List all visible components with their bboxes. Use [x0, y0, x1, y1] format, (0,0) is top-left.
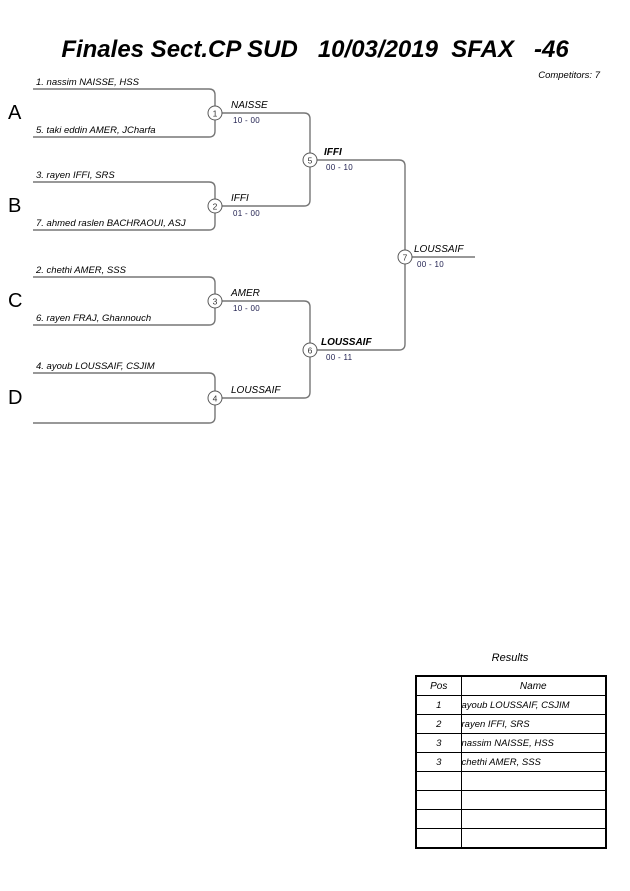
- results-row: [415, 809, 607, 829]
- results-row-8-pos: [415, 828, 462, 849]
- results-row: [415, 771, 607, 791]
- final-lines: [310, 159, 406, 351]
- match-3-circle: 3: [207, 293, 223, 309]
- results-row: 2 rayen IFFI, SRS: [415, 714, 607, 734]
- results-row-6-pos: [415, 790, 462, 810]
- results-row: 1 ayoub LOUSSAIF, CSJIM: [415, 695, 607, 715]
- match-5-circle: 5: [302, 152, 318, 168]
- results-row-4-name: chethi AMER, SSS: [460, 752, 607, 772]
- match-2-circle: 2: [207, 198, 223, 214]
- match-2-number: 2: [212, 201, 218, 211]
- player-seed-2: 2. chethi AMER, SSS: [36, 265, 126, 276]
- match-2-winner: IFFI: [231, 193, 249, 204]
- player-seed-3: 3. rayen IFFI, SRS: [36, 170, 115, 181]
- match-6-winner: LOUSSAIF: [321, 337, 372, 348]
- match-3-number: 3: [212, 296, 218, 306]
- results-table: Pos Name 1 ayoub LOUSSAIF, CSJIM 2 rayen…: [415, 675, 607, 849]
- results-row-1-name: ayoub LOUSSAIF, CSJIM: [460, 695, 607, 715]
- results-row-6-name: [460, 790, 607, 810]
- results-header-row: Pos Name: [415, 675, 607, 696]
- match-5-number: 5: [307, 155, 313, 165]
- match-1-winner: NAISSE: [231, 100, 268, 111]
- group-label-c: C: [8, 290, 23, 312]
- match-4-winner: LOUSSAIF: [231, 385, 281, 396]
- match-1-score: 10 - 00: [233, 116, 261, 125]
- page-title: Finales Sect.CP SUD 10/03/2019 SFAX -46: [61, 36, 569, 63]
- results-row-3-pos: 3: [415, 733, 462, 753]
- match-3-score: 10 - 00: [233, 304, 261, 313]
- match-6-score: 00 - 11: [326, 353, 353, 362]
- bracket-group-d-lines: [33, 372, 216, 424]
- match-4-circle: 4: [207, 390, 223, 406]
- results-header-name: Name: [460, 675, 607, 696]
- results-row-7-name: [460, 809, 607, 829]
- match-2-score: 01 - 00: [233, 209, 261, 218]
- results-row: [415, 790, 607, 810]
- semifinal-top-lines: [215, 112, 311, 207]
- match-3-winner: AMER: [231, 288, 260, 299]
- results-title: Results: [491, 652, 529, 664]
- match-1-number: 1: [212, 108, 218, 118]
- results-row-3-name: nassim NAISSE, HSS: [460, 733, 607, 753]
- results-row-5-name: [460, 771, 607, 791]
- results-row-1-pos: 1: [415, 695, 462, 715]
- player-seed-4: 4. ayoub LOUSSAIF, CSJIM: [36, 361, 155, 372]
- player-seed-1: 1. nassim NAISSE, HSS: [36, 77, 139, 88]
- match-1-circle: 1: [207, 105, 223, 121]
- results-row-8-name: [460, 828, 607, 849]
- results-row-4-pos: 3: [415, 752, 462, 772]
- player-seed-6: 6. rayen FRAJ, Ghannouch: [36, 313, 152, 324]
- results-row-2-pos: 2: [415, 714, 462, 734]
- results-row-5-pos: [415, 771, 462, 791]
- match-7-score: 00 - 10: [417, 260, 445, 269]
- group-label-a: A: [8, 102, 22, 124]
- results-row-7-pos: [415, 809, 462, 829]
- competitors-count: Competitors: 7: [538, 70, 600, 81]
- match-5-winner: IFFI: [324, 147, 342, 158]
- semifinal-bottom-lines: [215, 300, 311, 399]
- match-5-score: 00 - 10: [326, 163, 354, 172]
- results-row: 3 nassim NAISSE, HSS: [415, 733, 607, 753]
- group-label-b: B: [8, 195, 22, 217]
- match-7-circle: 7: [397, 249, 413, 265]
- match-4-number: 4: [212, 393, 218, 403]
- results-header-pos: Pos: [415, 675, 462, 696]
- results-row-2-name: rayen IFFI, SRS: [460, 714, 607, 734]
- player-seed-5: 5. taki eddin AMER, JCharfa: [36, 125, 156, 136]
- match-7-number: 7: [402, 252, 408, 262]
- group-label-d: D: [8, 387, 23, 409]
- match-6-number: 6: [307, 345, 313, 355]
- match-7-winner: LOUSSAIF: [414, 244, 464, 255]
- player-seed-7: 7. ahmed raslen BACHRAOUI, ASJ: [36, 218, 186, 229]
- results-row: 3 chethi AMER, SSS: [415, 752, 607, 772]
- results-row: [415, 828, 607, 849]
- match-6-circle: 6: [302, 342, 318, 358]
- bracket-lines: [33, 88, 475, 424]
